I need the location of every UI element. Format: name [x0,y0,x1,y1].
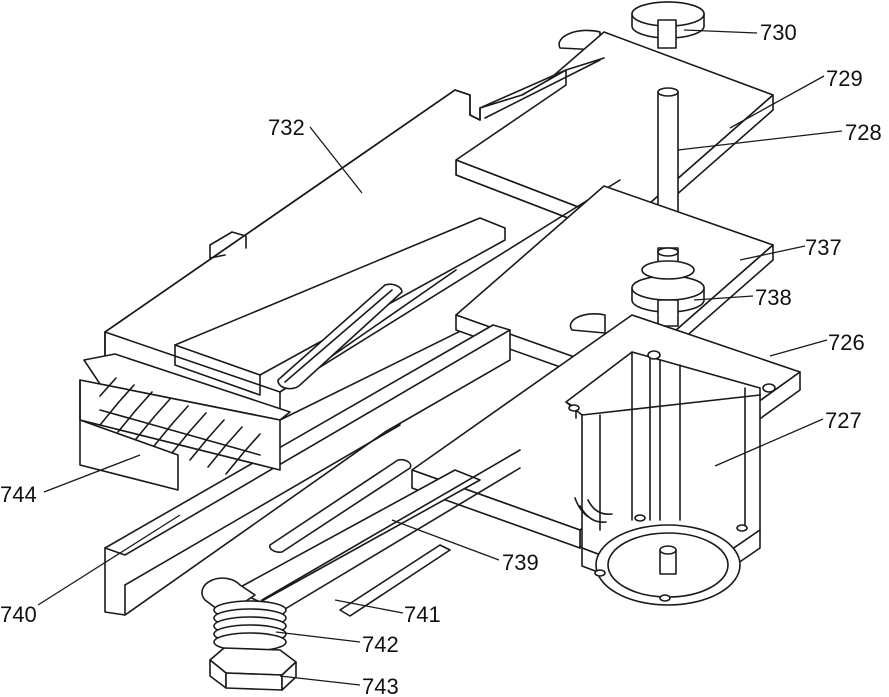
leader-lines [37,29,843,686]
label-730: 730 [760,20,797,45]
comb-744 [79,353,291,491]
beam-740 [104,324,511,616]
label-737: 737 [805,235,842,260]
guide-slot [174,217,506,396]
pulley-738 [569,247,705,334]
reference-numerals: 730 729 728 732 737 738 726 727 739 740 … [0,20,882,697]
label-726: 726 [828,330,865,355]
label-732: 732 [268,115,305,140]
label-742: 742 [362,632,399,657]
label-729: 729 [826,66,863,91]
label-738: 738 [755,285,792,310]
label-727: 727 [825,408,862,433]
motor-727 [565,350,761,606]
hex-nut-743 [209,647,297,691]
rail-739 [234,449,521,623]
pulley-730 [631,1,705,49]
label-744: 744 [0,482,37,507]
label-741: 741 [404,602,441,627]
label-743: 743 [362,674,399,697]
label-728: 728 [845,120,882,145]
label-740: 740 [0,602,37,627]
label-739: 739 [502,550,539,575]
